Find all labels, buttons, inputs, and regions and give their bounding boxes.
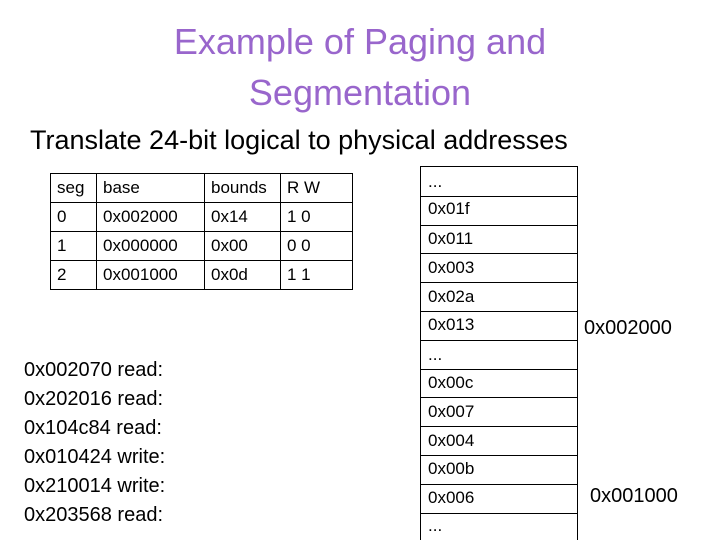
memory-entry: 0x00c — [428, 373, 474, 392]
memory-entry: 0x02a — [428, 287, 475, 306]
memory-divider — [421, 311, 577, 312]
memory-divider — [421, 253, 577, 254]
title-line-1: Example of Paging and — [173, 21, 547, 62]
table-cell: 0x0d — [204, 260, 281, 290]
table-cell: 0x000000 — [96, 231, 205, 261]
segment-table-header: seg base bounds R W — [50, 173, 353, 203]
header-cell: bounds — [204, 173, 281, 203]
memory-divider — [421, 340, 577, 341]
memory-divider — [421, 282, 577, 283]
memory-entry: 0x006 — [428, 488, 475, 507]
memory-divider — [421, 369, 577, 370]
memory-divider — [421, 397, 577, 398]
list-item: 0x203568 read: — [24, 504, 164, 526]
memory-entry: 0x011 — [428, 229, 474, 248]
page-title: Example of Paging and Segmentation — [0, 16, 720, 118]
subtitle: Translate 24-bit logical to physical add… — [30, 125, 568, 155]
header-cell: R W — [280, 173, 353, 203]
memory-divider — [421, 484, 577, 485]
list-item: 0x202016 read: — [24, 388, 164, 410]
table-cell: 0 0 — [280, 231, 353, 261]
header-cell: seg — [50, 173, 97, 203]
memory-entry: ... — [428, 516, 443, 535]
list-item: 0x104c84 read: — [24, 417, 162, 439]
table-cell: 0x001000 — [96, 260, 205, 290]
address-label-segment-2: 0x001000 — [590, 485, 678, 507]
memory-divider — [421, 426, 577, 427]
memory-divider — [421, 513, 577, 514]
table-cell: 0 — [50, 202, 97, 232]
memory-entry: 0x013 — [428, 315, 475, 334]
list-item: 0x210014 write: — [24, 475, 166, 497]
header-cell: base — [96, 173, 205, 203]
table-row: 1 0x000000 0x00 0 0 — [50, 231, 353, 261]
segment-table: seg base bounds R W 0 0x002000 0x14 1 0 … — [50, 173, 353, 290]
table-cell: 1 — [50, 231, 97, 261]
memory-entry: 0x004 — [428, 431, 475, 450]
memory-entry: 0x003 — [428, 258, 475, 277]
title-line-2: Segmentation — [248, 72, 472, 113]
table-cell: 0x14 — [204, 202, 281, 232]
memory-entry: 0x00b — [428, 459, 475, 478]
address-label-segment-0: 0x002000 — [584, 317, 672, 339]
memory-divider — [421, 225, 577, 226]
memory-entry: 0x01f — [428, 199, 470, 218]
list-item: 0x010424 write: — [24, 446, 166, 468]
table-row: 2 0x001000 0x0d 1 1 — [50, 260, 353, 290]
table-cell: 1 0 — [280, 202, 353, 232]
table-cell: 2 — [50, 260, 97, 290]
address-request-list: 0x002070 read: 0x202016 read: 0x104c84 r… — [24, 356, 165, 530]
table-cell: 1 1 — [280, 260, 353, 290]
memory-divider — [421, 455, 577, 456]
list-item: 0x002070 read: — [24, 359, 164, 381]
memory-entry: ... — [428, 345, 443, 364]
memory-entry: 0x007 — [428, 402, 475, 421]
table-row: 0 0x002000 0x14 1 0 — [50, 202, 353, 232]
memory-divider — [421, 196, 577, 197]
memory-stack — [420, 166, 578, 540]
memory-entry: ... — [428, 172, 443, 191]
table-cell: 0x002000 — [96, 202, 205, 232]
table-cell: 0x00 — [204, 231, 281, 261]
